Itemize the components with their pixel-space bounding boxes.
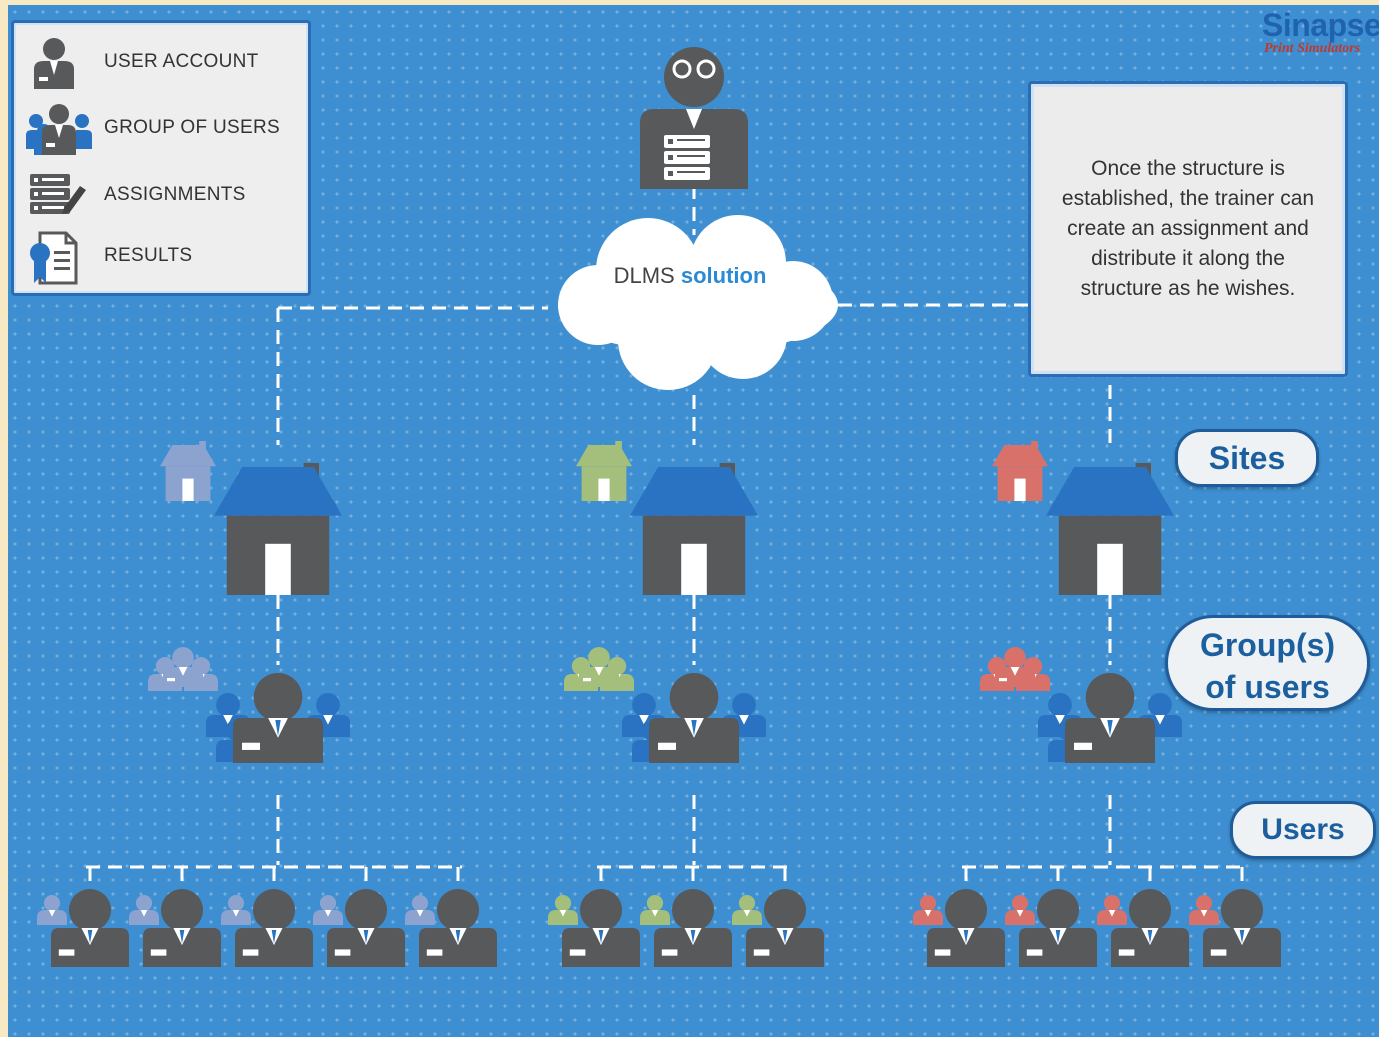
user-account-icon [913,889,1005,967]
user-account-icon [640,889,732,967]
cloud-label: DLMS solution [560,263,820,289]
small-group-icon [564,647,634,691]
logo: Sinapse Print Simulators [1262,5,1379,65]
user-account-icon [1005,889,1097,967]
structure-diagram [37,47,1281,967]
group-of-users-icon [622,673,766,763]
users-level-label: Users [1230,801,1376,859]
legend-label-user-account: USER ACCOUNT [104,51,259,72]
legend-label-group-of-users: GROUP OF USERS [104,117,280,138]
group-of-users-icon [26,104,92,155]
user-account-icon [221,889,313,967]
user-account-icon [732,889,824,967]
user-account-icon [37,889,129,967]
legend-label-assignments: ASSIGNMENTS [104,184,246,205]
logo-tagline: Print Simulators [1264,41,1361,56]
user-account-icon [405,889,497,967]
user-account-icon [1097,889,1189,967]
results-icon [30,231,78,285]
branch-2 [548,441,824,967]
site-house-icon [630,463,758,595]
sites-level-label: Sites [1175,429,1319,487]
site-house-icon [1046,463,1174,595]
logo-name: Sinapse [1262,7,1379,43]
group-of-users-icon [1038,673,1182,763]
legend-label-results: RESULTS [104,245,193,266]
assignments-icon [30,174,86,214]
legend-item-results: RESULTS [14,229,304,285]
cloud-label-prefix: DLMS [613,263,675,288]
user-account-icon [129,889,221,967]
groups-level-line1: Group(s) [1199,627,1336,663]
small-group-icon [980,647,1050,691]
user-account-icon [313,889,405,967]
legend-panel: USER ACCOUNT GROUP OF USERS [11,20,311,296]
cloud-label-bold: solution [680,263,767,288]
user-account-icon [1189,889,1281,967]
site-house-icon [214,463,342,595]
group-of-users-icon [206,673,350,763]
diagram-canvas: Sinapse Print Simulators USER ACCOUNT [8,5,1379,1037]
branch-1 [37,441,497,967]
user-account-icon [548,889,640,967]
small-group-icon [148,647,218,691]
legend-item-assignments: ASSIGNMENTS [14,168,304,222]
branch-3 [913,441,1281,967]
small-site-icon [160,441,216,501]
legend-item-group-of-users: GROUP OF USERS [14,101,304,155]
cloud-icon [558,215,838,390]
user-account-icon [34,38,74,89]
connector-lines [86,185,1246,887]
info-box-text: Once the structure is established, the t… [1061,157,1315,300]
small-site-icon [576,441,632,501]
trainer-with-assignments-icon [640,47,748,189]
groups-level-label: Group(s) of users [1165,615,1370,711]
info-box: Once the structure is established, the t… [1028,81,1348,377]
small-site-icon [992,441,1048,501]
groups-level-line2: of users [1205,669,1330,705]
legend-item-user-account: USER ACCOUNT [14,35,304,89]
